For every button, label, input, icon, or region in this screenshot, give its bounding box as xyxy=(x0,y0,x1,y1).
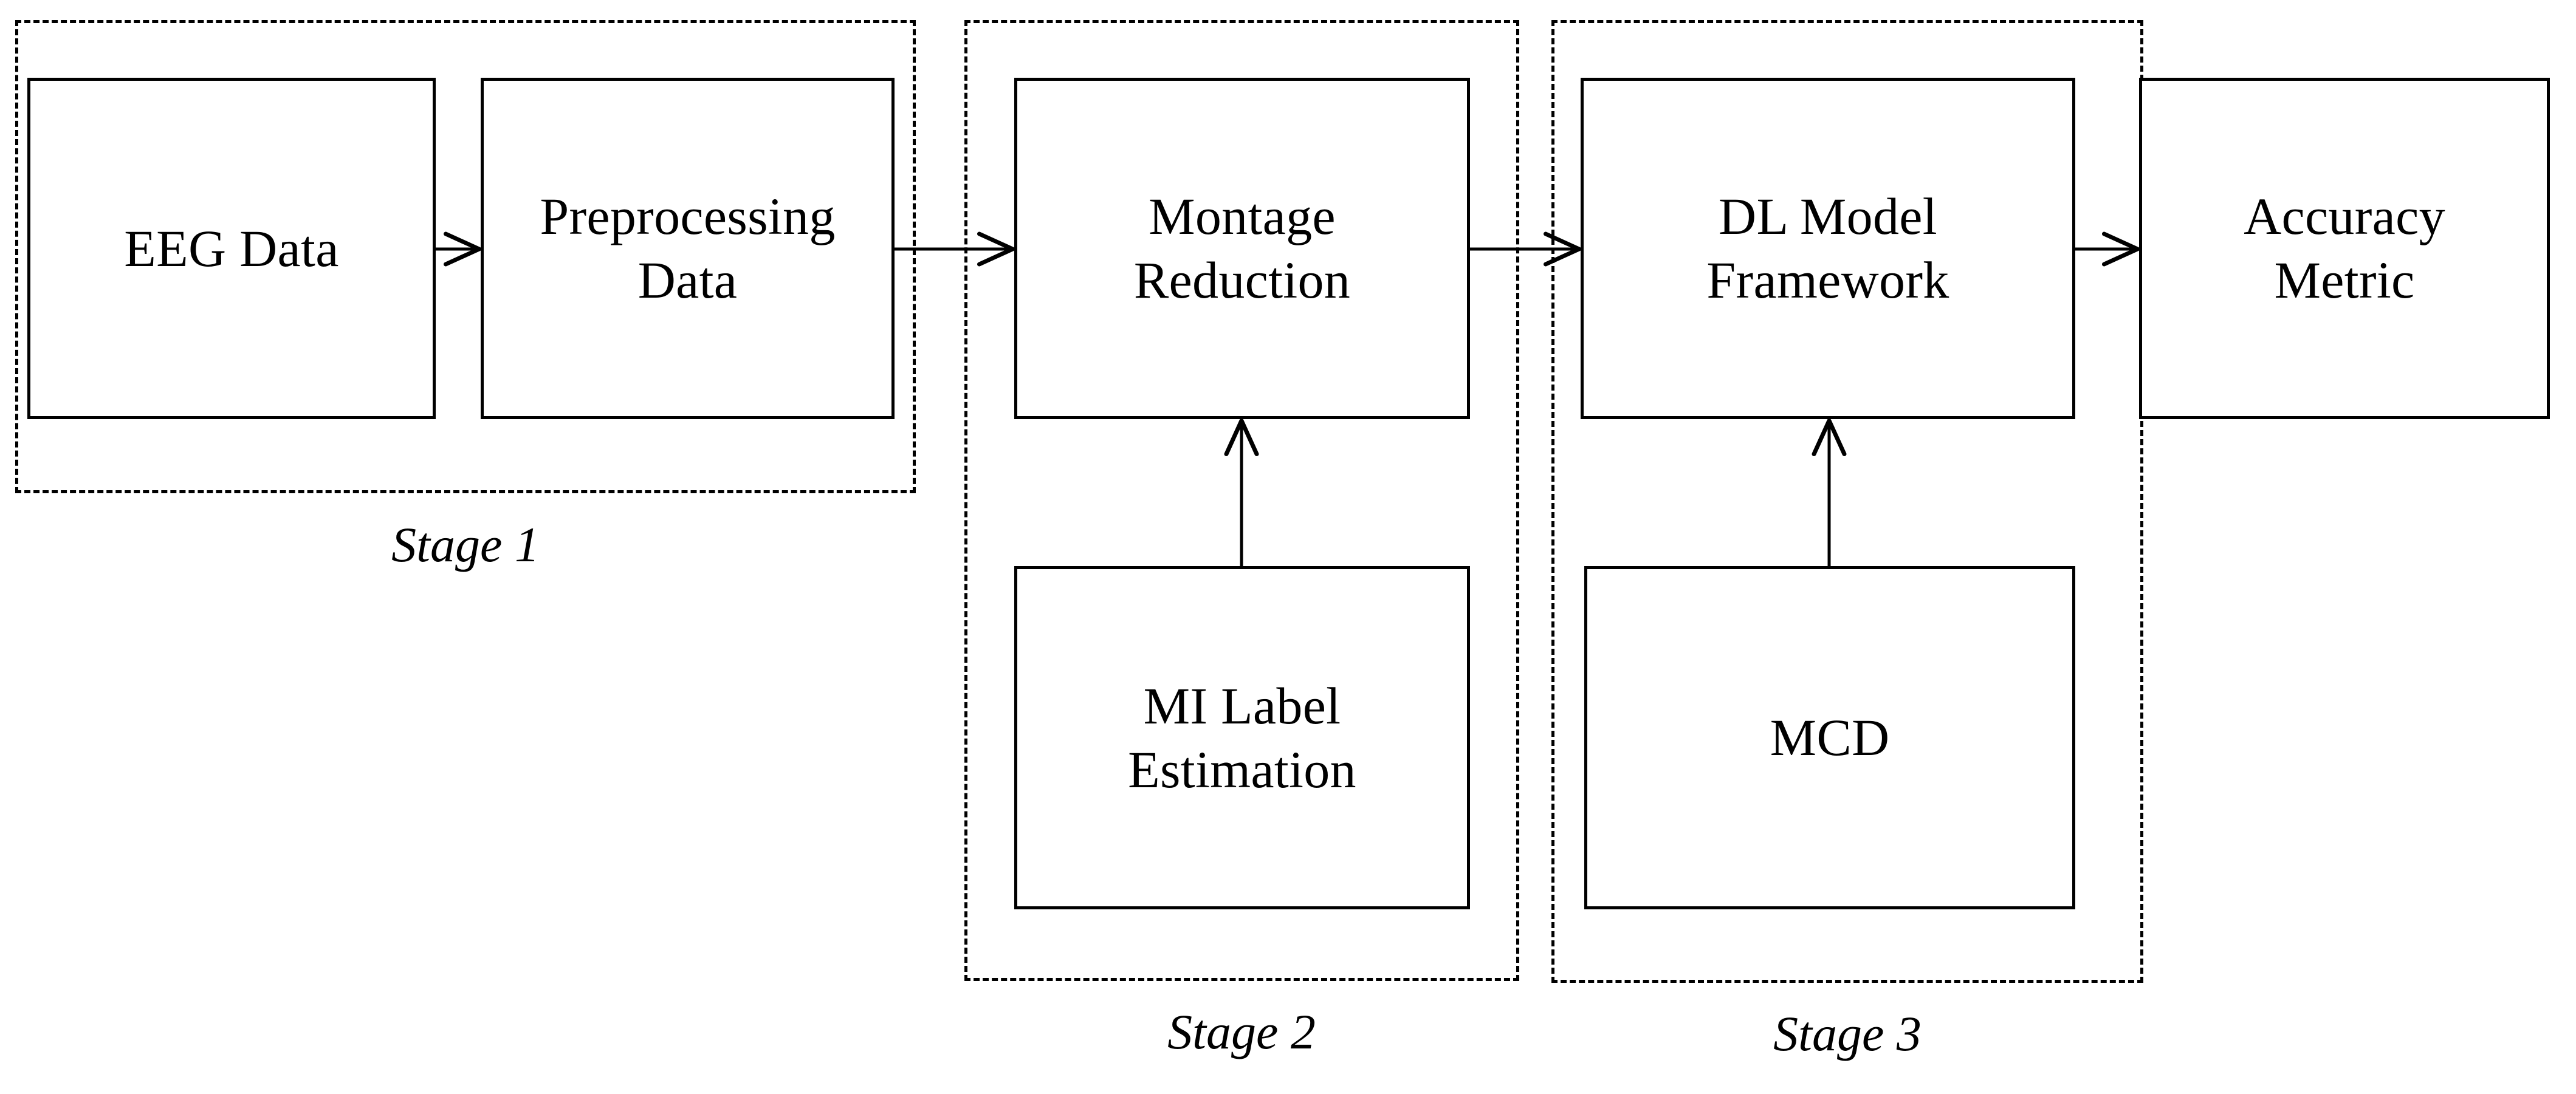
stage-caption-2: Stage 2 xyxy=(1167,1004,1316,1059)
node-label-mcd: MCD xyxy=(1770,708,1890,767)
node-label-preprocessing-data: Preprocessing Data xyxy=(540,187,836,309)
node-label-mi-label-estimation: MI Label Estimation xyxy=(1128,676,1356,799)
node-label-accuracy-metric: Accuracy Metric xyxy=(2244,187,2445,309)
node-mi-label-estimation[interactable]: MI Label Estimation xyxy=(1014,566,1470,909)
node-preprocessing-data[interactable]: Preprocessing Data xyxy=(481,78,895,419)
node-eeg-data[interactable]: EEG Data xyxy=(27,78,436,419)
stage-group-3 xyxy=(1551,20,2143,983)
node-label-dl-model-framework: DL Model Framework xyxy=(1706,187,1949,309)
node-dl-model-framework[interactable]: DL Model Framework xyxy=(1581,78,2075,419)
node-label-eeg-data: EEG Data xyxy=(124,219,339,278)
node-mcd[interactable]: MCD xyxy=(1584,566,2075,909)
node-label-montage-reduction: Montage Reduction xyxy=(1133,187,1351,309)
node-montage-reduction[interactable]: Montage Reduction xyxy=(1014,78,1470,419)
node-accuracy-metric[interactable]: Accuracy Metric xyxy=(2139,78,2550,419)
stage-caption-3: Stage 3 xyxy=(1773,1006,1922,1061)
stage-group-1 xyxy=(15,20,916,493)
stage-group-2 xyxy=(964,20,1519,981)
stage-caption-1: Stage 1 xyxy=(391,517,540,572)
